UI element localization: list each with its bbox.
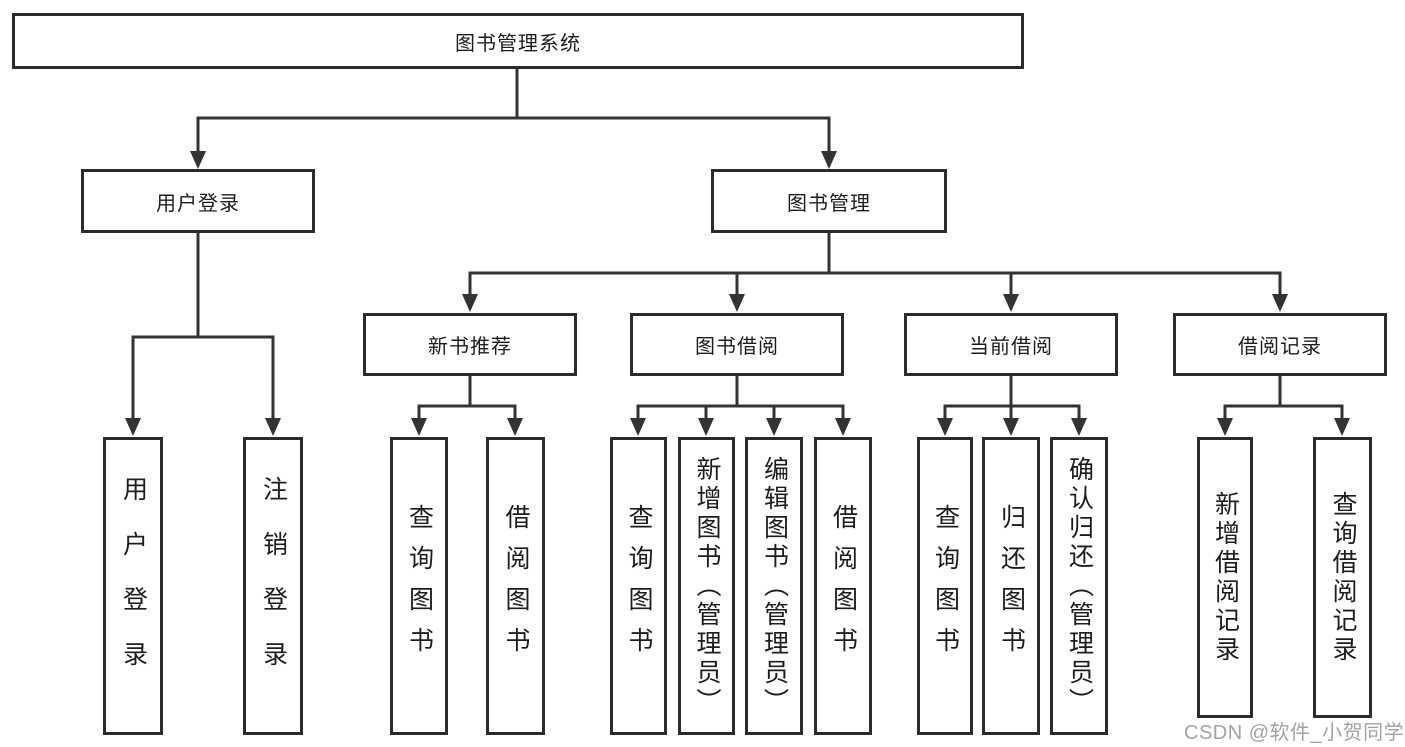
node-borrowing-records: 借阅记录 — [1173, 313, 1387, 376]
arrow-down-icon — [411, 418, 427, 436]
arrow-down-icon — [1272, 294, 1288, 312]
arrow-down-icon — [766, 418, 782, 436]
leaf-confirm-return-admin: 确认归还（管理员） — [1050, 437, 1108, 735]
arrow-down-icon — [125, 418, 141, 436]
arrow-down-icon — [265, 418, 281, 436]
arrow-down-icon — [190, 151, 206, 169]
leaf-add-books-admin: 新增图书（管理员） — [678, 437, 735, 735]
arrow-down-icon — [1334, 418, 1350, 436]
arrow-down-icon — [1071, 418, 1087, 436]
leaf-return-books: 归还图书 — [982, 437, 1040, 735]
leaf-edit-books-admin: 编辑图书（管理员） — [745, 437, 803, 735]
node-current-borrowing: 当前借阅 — [904, 313, 1118, 376]
node-user-login: 用户登录 — [81, 169, 315, 233]
arrow-down-icon — [821, 151, 837, 169]
arrow-down-icon — [507, 418, 523, 436]
arrow-down-icon — [1003, 418, 1019, 436]
node-book-management: 图书管理 — [711, 169, 947, 233]
arrow-down-icon — [1217, 418, 1233, 436]
leaf-query-books-current: 查询图书 — [917, 437, 973, 735]
arrow-down-icon — [729, 294, 745, 312]
leaf-user-login: 用户登录 — [103, 437, 163, 735]
leaf-add-borrow-record: 新增借阅记录 — [1197, 437, 1253, 718]
node-book-borrowing: 图书借阅 — [630, 313, 844, 376]
csdn-watermark: CSDN @软件_小贺同学 — [1184, 722, 1405, 744]
arrow-down-icon — [630, 418, 646, 436]
arrow-down-icon — [937, 418, 953, 436]
leaf-query-books-recommend: 查询图书 — [390, 437, 448, 735]
leaf-borrow-books-borrowing: 借阅图书 — [814, 437, 872, 735]
leaf-query-borrow-record: 查询借阅记录 — [1313, 437, 1372, 718]
arrow-down-icon — [835, 418, 851, 436]
leaf-logout: 注销登录 — [243, 437, 303, 735]
arrow-down-icon — [698, 418, 714, 436]
leaf-borrow-books-recommend: 借阅图书 — [486, 437, 545, 735]
leaf-query-books-borrowing: 查询图书 — [610, 437, 667, 735]
arrow-down-icon — [462, 294, 478, 312]
node-library-management-system: 图书管理系统 — [12, 13, 1024, 69]
arrow-down-icon — [1003, 294, 1019, 312]
node-new-book-recommendation: 新书推荐 — [363, 313, 577, 376]
